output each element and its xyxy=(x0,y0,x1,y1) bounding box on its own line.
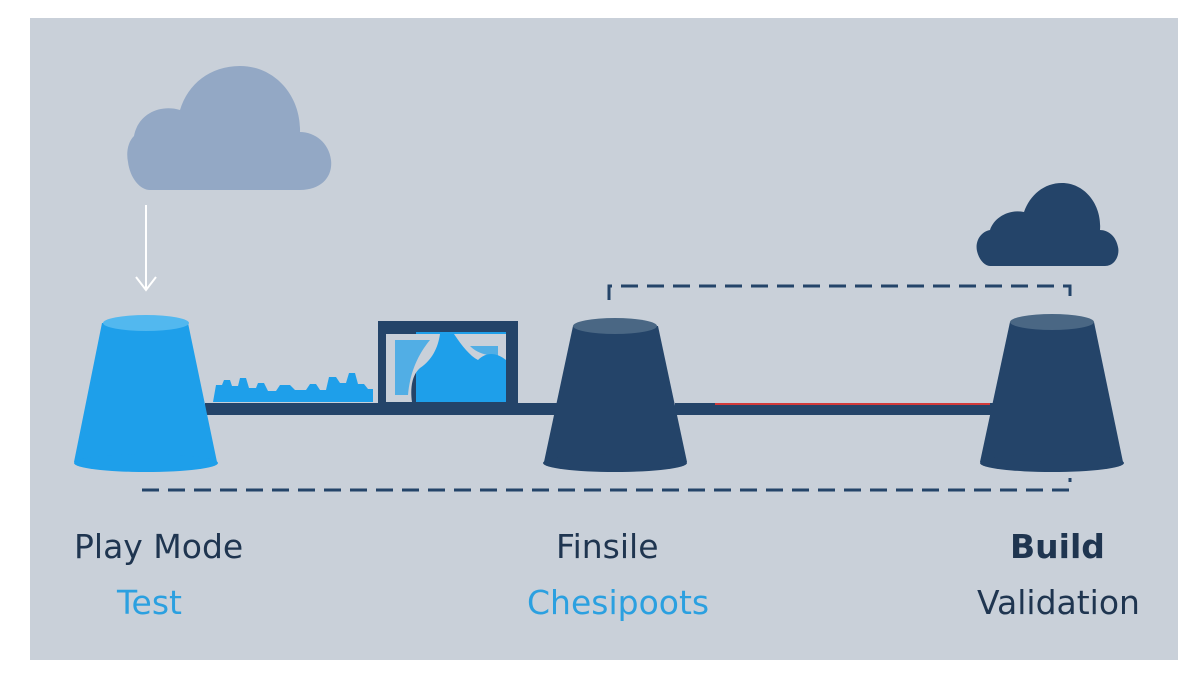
stage-3-cylinder xyxy=(980,314,1124,472)
stage-1-cylinder xyxy=(74,315,218,472)
stage-2-cylinder xyxy=(543,318,687,472)
pipe-bar-2 xyxy=(675,403,995,415)
stage-2-subtitle: Chesipoots xyxy=(527,583,710,622)
stage-3-title: Build xyxy=(1010,527,1105,566)
stage-1-subtitle: Test xyxy=(117,583,182,622)
skyline-shape xyxy=(213,373,373,402)
arrow-down-icon xyxy=(135,205,157,292)
stage-3-subtitle: Validation xyxy=(977,583,1140,622)
pipe-bar-1 xyxy=(205,403,565,415)
cloud-icon xyxy=(127,66,332,190)
stage-1-title: Play Mode xyxy=(74,527,244,566)
cloud-icon xyxy=(976,183,1119,266)
image-card-icon xyxy=(378,321,518,403)
top-dashed-connector xyxy=(607,284,1072,300)
bottom-dashed-connector xyxy=(142,478,1072,492)
stage-2-title: Finsile xyxy=(556,527,659,566)
